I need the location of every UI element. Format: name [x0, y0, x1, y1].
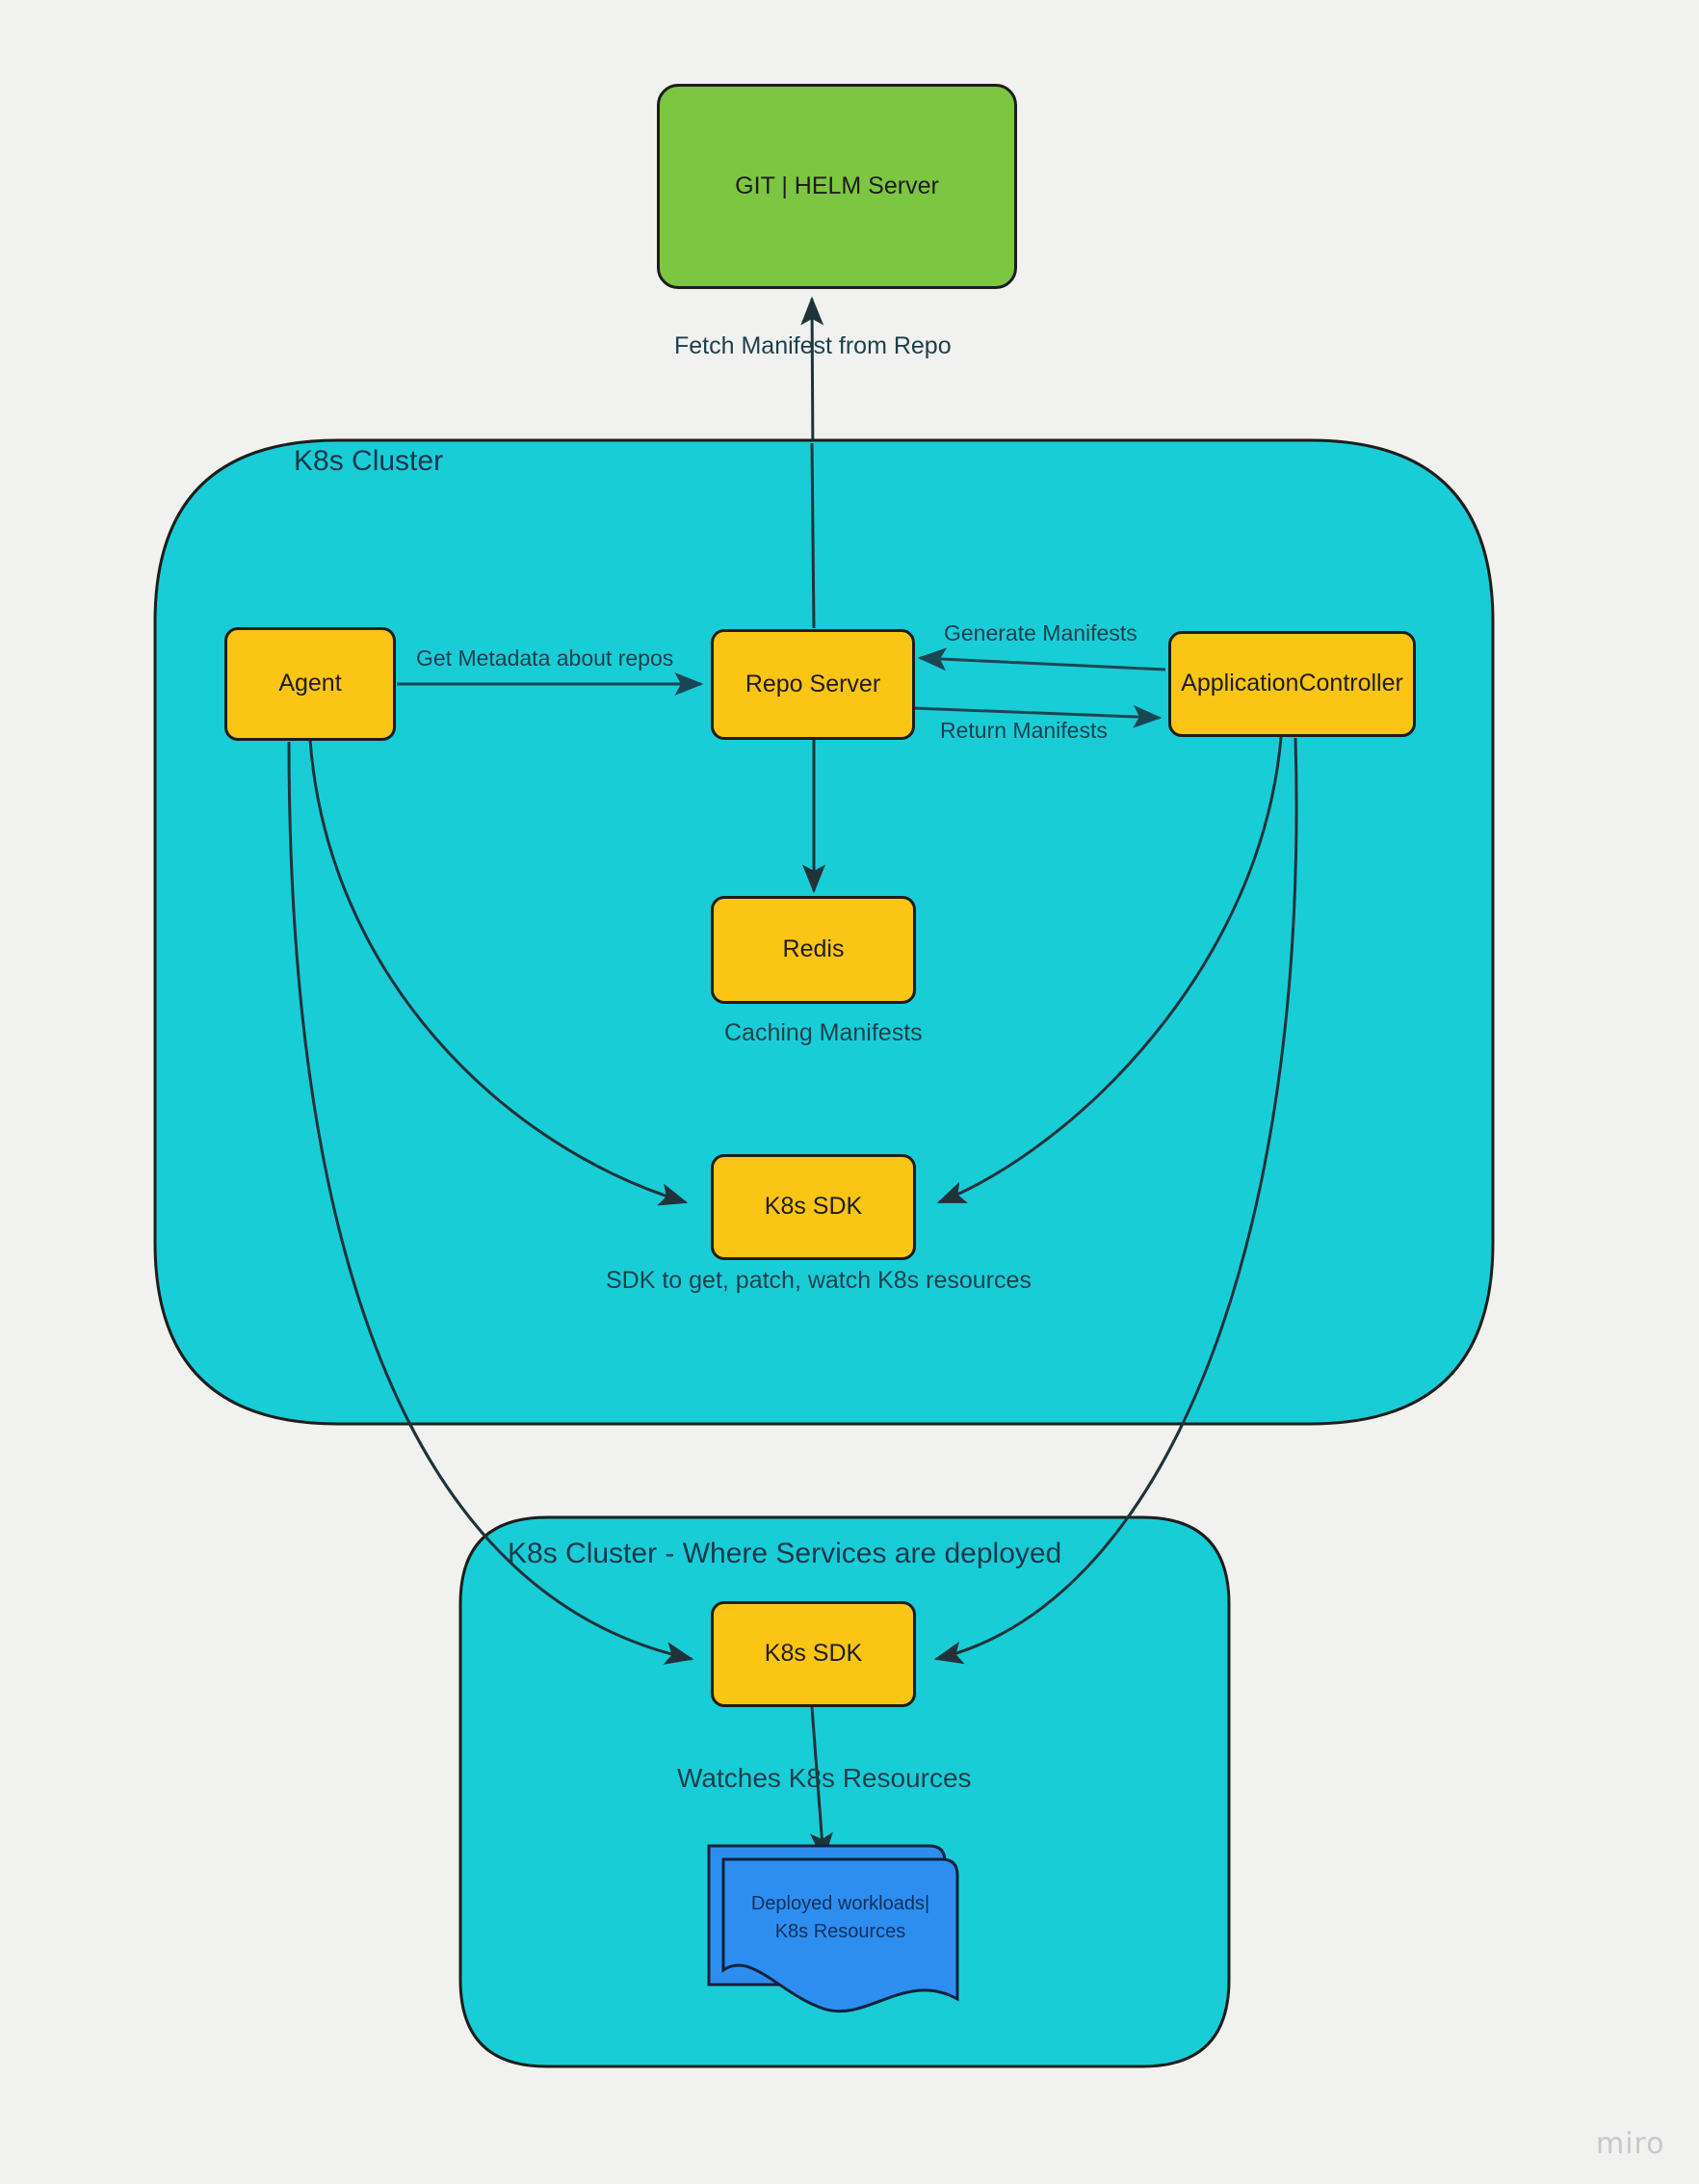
edge-appcontroller-to-repo-server-over [917, 647, 1166, 671]
edge-agent-to-k8s-sdk-top [308, 739, 689, 1206]
deployed-workloads-line-1: Deployed workloads| [750, 1893, 930, 1914]
node-git-helm-server[interactable]: GIT | HELM Server [657, 84, 1017, 289]
edge-agent-to-k8s-sdk-bottom [287, 741, 694, 1665]
edge-appcontroller-to-k8s-sdk-top [936, 736, 1283, 1204]
edge-agent-to-k8s-sdk-top-over [308, 739, 689, 1206]
caption-caching-manifests: Caching Manifests [724, 1019, 923, 1046]
edge-agent-to-k8s-sdk-bottom-over [287, 741, 694, 1665]
edge-label-generate-manifests: Generate Manifests [944, 620, 1137, 645]
node-agent-label: Agent [278, 670, 342, 697]
edge-appcontroller-to-k8s-sdk-bottom-over [933, 737, 1298, 1665]
node-k8s-sdk-top[interactable]: K8s SDK [711, 1154, 916, 1260]
edge-appcontroller-to-repo-server [917, 647, 1166, 671]
node-redis-label: Redis [782, 935, 845, 963]
edge-repo-server-to-appcontroller [912, 704, 1163, 728]
node-k8s-sdk-bottom[interactable]: K8s SDK [711, 1601, 916, 1707]
node-redis[interactable]: Redis [711, 896, 916, 1004]
deployed-workloads-line-2: K8s Resources [774, 1921, 906, 1942]
caption-sdk-description: SDK to get, patch, watch K8s resources [606, 1267, 1032, 1294]
node-agent[interactable]: Agent [224, 627, 396, 741]
miro-watermark: miro [1596, 2127, 1665, 2161]
node-repo-server[interactable]: Repo Server [711, 629, 915, 740]
node-application-controller-label: ApplicationController [1181, 670, 1403, 697]
node-k8s-sdk-top-label: K8s SDK [764, 1193, 863, 1221]
edge-label-get-metadata: Get Metadata about repos [416, 645, 674, 671]
node-git-helm-server-label: GIT | HELM Server [735, 171, 939, 199]
node-application-controller[interactable]: ApplicationController [1168, 631, 1416, 737]
edge-appcontroller-to-k8s-sdk-bottom [933, 737, 1298, 1665]
edge-repo-server-to-git-helm-inner [810, 442, 816, 629]
edge-label-return-manifests: Return Manifests [940, 718, 1108, 743]
edge-appcontroller-to-k8s-sdk-top-over [936, 736, 1283, 1204]
edge-label-fetch-manifest: Fetch Manifest from Repo [674, 332, 952, 359]
node-repo-server-label: Repo Server [745, 670, 881, 697]
node-k8s-sdk-bottom-label: K8s SDK [764, 1640, 863, 1668]
cluster-label-bottom: K8s Cluster - Where Services are deploye… [508, 1538, 1062, 1569]
cluster-label-top: K8s Cluster [294, 445, 444, 477]
deployed-workloads-text: Deployed workloads| K8s Resources [723, 1890, 957, 1946]
edge-label-watches-k8s-resources: Watches K8s Resources [677, 1763, 972, 1793]
edge-repo-server-to-appcontroller-over [912, 704, 1163, 728]
